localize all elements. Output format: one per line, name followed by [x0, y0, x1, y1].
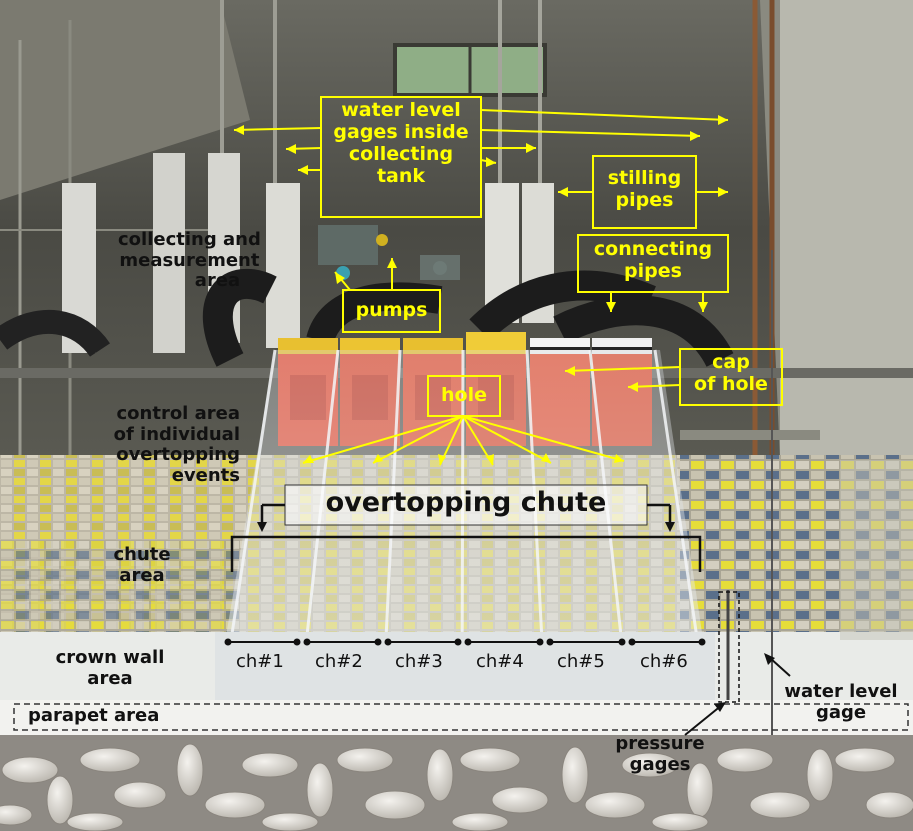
channel-label-6: ch#6 — [640, 651, 688, 672]
channel-label-2: ch#2 — [315, 651, 363, 672]
label-stilling-pipes: stilling pipes — [607, 167, 682, 211]
label-hole: hole — [441, 384, 487, 406]
channel-label-3: ch#3 — [395, 651, 443, 672]
label-pressure-gages: pressure gages — [615, 733, 705, 775]
label-collecting-area: collecting and measurement area — [118, 229, 261, 292]
label-crown-wall-area: crown wall area — [55, 647, 165, 689]
channel-label-1: ch#1 — [236, 651, 284, 672]
label-water-level-gages: water level gages inside collecting tank — [333, 99, 469, 187]
channel-label-4: ch#4 — [476, 651, 524, 672]
label-connecting-pipes: connecting pipes — [593, 238, 713, 282]
label-parapet-area: parapet area — [28, 705, 160, 726]
label-control-area: control area of individual overtopping e… — [113, 403, 240, 487]
channel-label-5: ch#5 — [557, 651, 605, 672]
label-water-level-gage: water level gage — [784, 681, 898, 723]
label-cap-of-hole: cap of hole — [694, 351, 768, 395]
label-pumps: pumps — [355, 299, 428, 321]
label-overtopping-chute: overtopping chute — [325, 487, 607, 518]
label-chute-area: chute area — [113, 544, 171, 586]
